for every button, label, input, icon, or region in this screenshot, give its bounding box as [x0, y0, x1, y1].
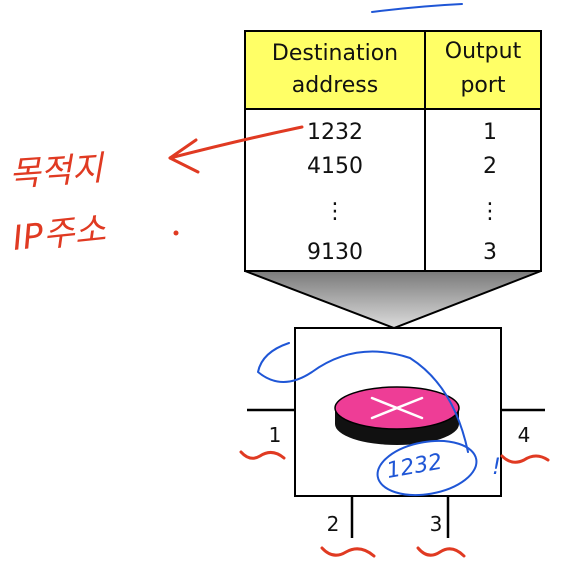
left-handwritten-note-line1: 목적지 [8, 148, 107, 195]
row-3-address: 9130 [307, 240, 363, 265]
table-header-bg [244, 30, 542, 110]
header-destination-line2: address [292, 73, 378, 98]
red-ink-annotations: 목적지 IP주소 [8, 125, 550, 558]
crossed-arrows-icon [370, 396, 424, 420]
red-squiggle-port-1 [239, 450, 286, 460]
row-ellipsis-port: ⋮ [479, 199, 501, 224]
port-label-1: 1 [269, 423, 282, 447]
red-arrow-shaft [168, 125, 304, 160]
table-body [244, 108, 542, 272]
red-dot [173, 230, 179, 236]
port-label-4: 4 [518, 423, 531, 447]
router: 1 2 3 4 [247, 327, 545, 538]
header-output-line2: port [460, 73, 505, 98]
left-handwritten-note-line2: IP주소 [11, 209, 108, 259]
header-destination-line1: Destination [272, 41, 398, 66]
blue-exclaim-mark: ! [492, 455, 501, 480]
table-to-router-funnel [244, 270, 542, 330]
header-output-line1: Output [445, 39, 522, 64]
blue-loop-stroke [257, 342, 469, 453]
pen-stroke-top [371, 3, 463, 13]
red-squiggle-port-2 [320, 546, 376, 558]
row-2-address: 4150 [307, 154, 363, 179]
row-1-port: 1 [483, 120, 497, 145]
red-arrow-head [168, 138, 200, 174]
row-ellipsis-address: ⋮ [324, 199, 346, 224]
row-1-address: 1232 [307, 120, 363, 145]
row-2-port: 2 [483, 154, 497, 179]
forwarding-table: Destination address Output port 1232 1 4… [244, 30, 542, 272]
red-squiggle-port-4 [500, 454, 550, 464]
red-squiggle-port-3 [416, 546, 466, 558]
port-label-2: 2 [327, 512, 340, 536]
blue-circle-around-note [376, 439, 478, 497]
row-3-port: 3 [483, 240, 497, 265]
port-label-3: 3 [430, 512, 443, 536]
